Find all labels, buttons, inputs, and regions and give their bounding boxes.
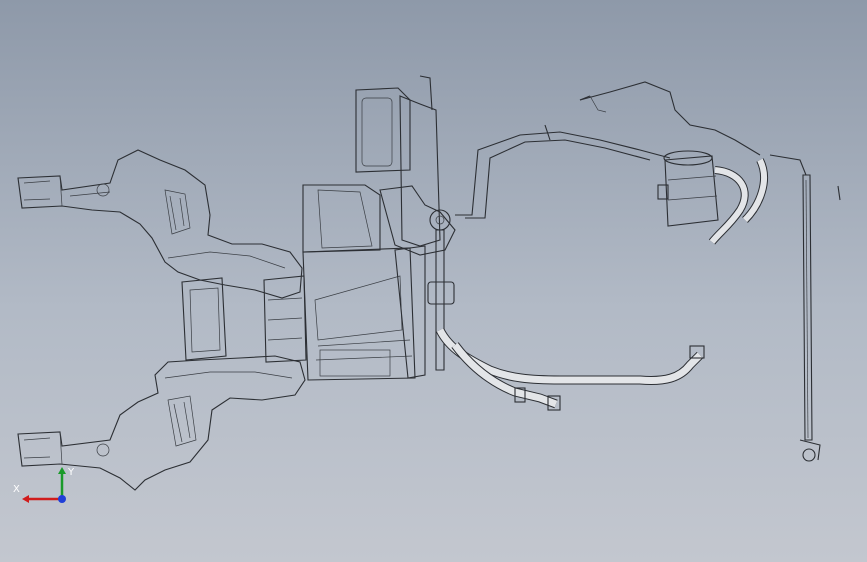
- drain-pipe-and-filter[interactable]: [427, 229, 455, 371]
- refrigerant-hose-lower[interactable]: [435, 327, 705, 411]
- mounting-bracket-right[interactable]: [799, 174, 841, 462]
- compressor[interactable]: [657, 150, 768, 245]
- z-axis-dot: [58, 495, 66, 503]
- upper-left-air-duct[interactable]: [17, 149, 303, 299]
- refrigerant-lines-upper[interactable]: [455, 81, 807, 219]
- coordinate-triad: X Y: [10, 465, 75, 509]
- x-axis-label: X: [13, 484, 20, 495]
- y-axis-label: Y: [67, 467, 74, 478]
- blower-housing[interactable]: [181, 275, 307, 363]
- axis-triad-icon: X Y: [13, 467, 75, 503]
- lower-left-air-duct[interactable]: [17, 355, 306, 491]
- evaporator-core[interactable]: [355, 75, 456, 256]
- hvac-module[interactable]: [302, 184, 426, 381]
